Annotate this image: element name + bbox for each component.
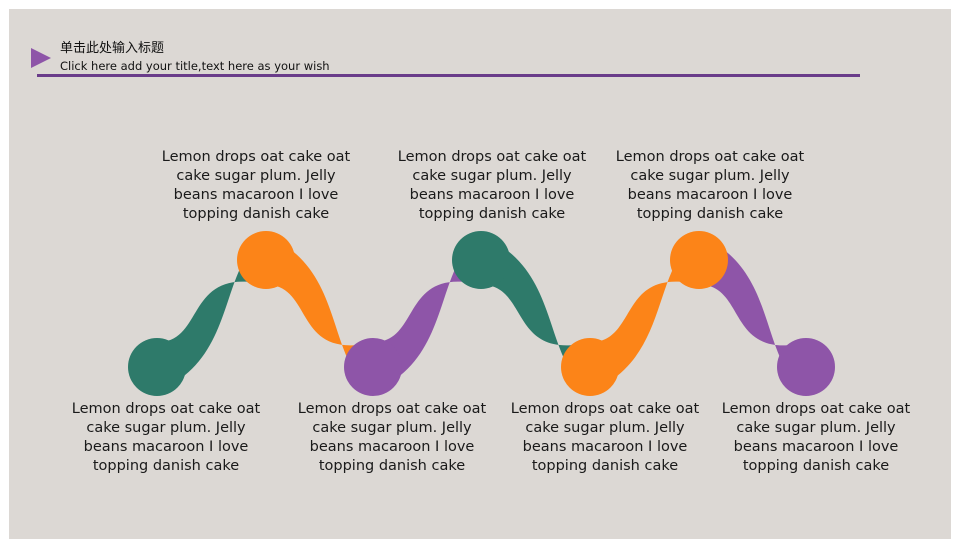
- node-label-line: topping danish cake: [418, 206, 566, 222]
- connector-3: [373, 235, 481, 392]
- node-3: [344, 338, 402, 396]
- connector-2: [266, 235, 373, 392]
- node-2: [237, 231, 295, 289]
- connector-1: [157, 235, 266, 392]
- node-label-6[interactable]: Lemon drops oat cake oat cake sugar plum.…: [595, 148, 825, 224]
- node-label-line: topping danish cake: [742, 458, 890, 474]
- node-label-line: beans macaroon I love: [173, 187, 339, 203]
- header-divider: [37, 74, 860, 77]
- node-5: [561, 338, 619, 396]
- zigzag-process-diagram: [128, 231, 835, 396]
- node-label-3[interactable]: Lemon drops oat cake oat cake sugar plum.…: [277, 400, 507, 476]
- node-label-line: cake sugar plum. Jelly: [412, 168, 572, 184]
- slide-subtitle[interactable]: Click here add your title,text here as y…: [60, 59, 330, 73]
- slide: 单击此处输入标题 Click here add your title,text …: [9, 9, 951, 539]
- node-7: [777, 338, 835, 396]
- node-label-line: topping danish cake: [531, 458, 679, 474]
- node-label-line: cake sugar plum. Jelly: [312, 420, 472, 436]
- connector-4: [481, 235, 590, 392]
- node-label-line: cake sugar plum. Jelly: [86, 420, 246, 436]
- nodes-layer: [128, 231, 835, 396]
- node-label-7[interactable]: Lemon drops oat cake oat cake sugar plum.…: [701, 400, 931, 476]
- node-label-line: Lemon drops oat cake oat: [721, 401, 911, 417]
- node-label-line: beans macaroon I love: [409, 187, 575, 203]
- node-label-line: cake sugar plum. Jelly: [525, 420, 685, 436]
- node-label-5[interactable]: Lemon drops oat cake oat cake sugar plum.…: [490, 400, 720, 476]
- node-6: [670, 231, 728, 289]
- node-label-line: cake sugar plum. Jelly: [630, 168, 790, 184]
- node-label-line: Lemon drops oat cake oat: [615, 149, 805, 165]
- node-1: [128, 338, 186, 396]
- node-label-line: Lemon drops oat cake oat: [297, 401, 487, 417]
- node-label-line: topping danish cake: [182, 206, 330, 222]
- node-label-line: cake sugar plum. Jelly: [736, 420, 896, 436]
- node-label-line: topping danish cake: [318, 458, 466, 474]
- node-label-line: beans macaroon I love: [522, 439, 688, 455]
- node-label-line: beans macaroon I love: [733, 439, 899, 455]
- play-triangle-icon: [31, 48, 51, 68]
- connectors-layer: [157, 235, 806, 392]
- connector-5: [590, 235, 699, 392]
- node-label-2[interactable]: Lemon drops oat cake oat cake sugar plum.…: [141, 148, 371, 224]
- node-4: [452, 231, 510, 289]
- node-label-line: Lemon drops oat cake oat: [71, 401, 261, 417]
- node-label-line: beans macaroon I love: [309, 439, 475, 455]
- node-label-line: beans macaroon I love: [627, 187, 793, 203]
- node-label-line: Lemon drops oat cake oat: [510, 401, 700, 417]
- node-label-line: Lemon drops oat cake oat: [397, 149, 587, 165]
- node-label-line: topping danish cake: [92, 458, 240, 474]
- node-label-4[interactable]: Lemon drops oat cake oat cake sugar plum.…: [377, 148, 607, 224]
- node-label-line: beans macaroon I love: [83, 439, 249, 455]
- node-label-line: Lemon drops oat cake oat: [161, 149, 351, 165]
- node-label-1[interactable]: Lemon drops oat cake oat cake sugar plum.…: [51, 400, 281, 476]
- connector-6: [699, 235, 806, 392]
- slide-title[interactable]: 单击此处输入标题: [60, 41, 165, 56]
- node-label-line: cake sugar plum. Jelly: [176, 168, 336, 184]
- node-label-line: topping danish cake: [636, 206, 784, 222]
